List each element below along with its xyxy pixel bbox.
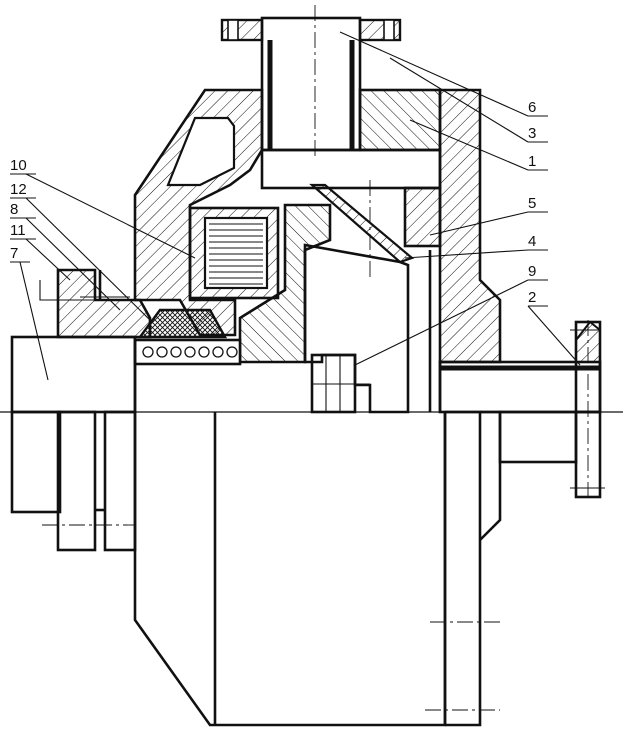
cover-ring-section (358, 88, 442, 152)
bearing-9 (133, 338, 242, 366)
callout-7: 7 (10, 245, 18, 262)
bearing-ball (142, 346, 154, 358)
callout-5: 5 (528, 195, 536, 212)
callout-12: 12 (10, 181, 27, 198)
lower-housing-outline (10, 410, 605, 727)
callouts: 6 3 1 5 4 9 2 10 12 8 11 7 (10, 99, 536, 306)
leader-line (19, 261, 49, 381)
callout-8: 8 (10, 201, 18, 218)
inner-disc (303, 243, 442, 414)
bearing-ball (226, 346, 238, 358)
leader-line (409, 119, 529, 171)
bearing-ball (170, 346, 182, 358)
callout-9: 9 (528, 263, 536, 280)
leader-line (25, 197, 151, 321)
input-shaft-7 (10, 280, 137, 414)
leader-line (339, 31, 529, 117)
vertical-sleeve (220, 16, 442, 190)
leader-line (404, 249, 529, 259)
leader-line (25, 217, 121, 311)
leader-line (25, 238, 71, 281)
leader-line (389, 57, 529, 143)
callout-10: 10 (10, 157, 27, 174)
callout-3: 3 (528, 125, 536, 142)
callout-6: 6 (528, 99, 536, 116)
leader-line (25, 173, 196, 259)
friction-ring-12 (137, 308, 228, 339)
callout-11: 11 (10, 222, 26, 239)
bearing-ball (212, 346, 224, 358)
bearing-ball (156, 346, 168, 358)
bearing-ball (184, 346, 196, 358)
coil-10 (188, 206, 280, 300)
callout-1: 1 (528, 153, 536, 170)
bearing-ball (198, 346, 210, 358)
callout-2: 2 (528, 289, 536, 306)
callout-4: 4 (528, 233, 536, 250)
leader-line (527, 305, 581, 366)
leader-line (354, 279, 529, 366)
leader-line (429, 211, 529, 236)
leader-lines (10, 31, 581, 381)
block-5-section (403, 186, 442, 248)
axis-lines (0, 5, 623, 413)
